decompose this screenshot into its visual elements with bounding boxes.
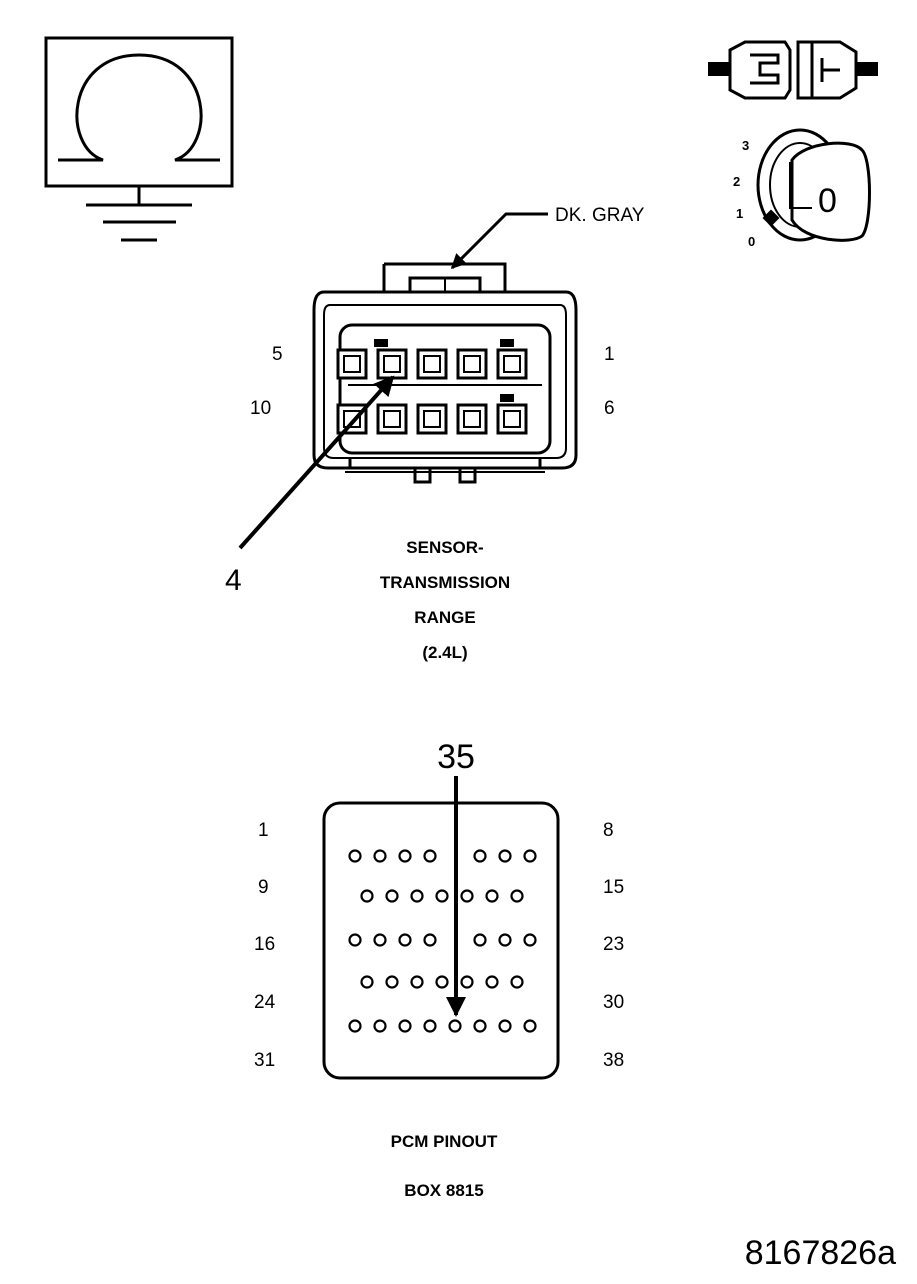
pcm-pin-label-15: 15 bbox=[603, 877, 624, 898]
ignition-position-1: 1 bbox=[736, 206, 743, 221]
sensor-cavity-inner bbox=[343, 410, 361, 428]
pcm-pin-hole bbox=[398, 933, 412, 947]
sensor-caption-line-2: TRANSMISSION bbox=[380, 573, 510, 592]
pcm-pin-label-1: 1 bbox=[258, 820, 269, 841]
pcm-pin-hole bbox=[410, 975, 424, 989]
ohmmeter-icon bbox=[44, 36, 234, 242]
pcm-pin-hole bbox=[460, 975, 474, 989]
ignition-switch-icon: 3 2 1 0 0 bbox=[733, 128, 871, 249]
sensor-cavity-inner bbox=[383, 355, 401, 373]
connector-disconnect-icon bbox=[708, 40, 878, 100]
pcm-pin-label-30: 30 bbox=[603, 992, 624, 1013]
sensor-cavity-inner bbox=[423, 410, 441, 428]
pcm-pin-hole bbox=[473, 933, 487, 947]
pcm-pin-hole bbox=[510, 889, 524, 903]
pcm-pin-hole bbox=[435, 889, 449, 903]
sensor-cavity-inner bbox=[343, 355, 361, 373]
sensor-cavity-inner bbox=[463, 410, 481, 428]
pcm-pin-hole bbox=[510, 975, 524, 989]
sensor-caption-line-4: (2.4L) bbox=[422, 643, 467, 662]
sensor-cavity bbox=[416, 348, 448, 380]
sensor-cavity-inner bbox=[463, 355, 481, 373]
sensor-pin-label-6: 6 bbox=[604, 398, 615, 419]
sensor-cavity-inner bbox=[503, 410, 521, 428]
pcm-pin-hole bbox=[485, 975, 499, 989]
pcm-pin-hole bbox=[373, 933, 387, 947]
sensor-pin-callout bbox=[238, 375, 395, 550]
pcm-pin-hole bbox=[373, 1019, 387, 1033]
pcm-pin-hole bbox=[398, 1019, 412, 1033]
sensor-cavity bbox=[336, 348, 368, 380]
pcm-pin-hole bbox=[385, 975, 399, 989]
sensor-pin-label-1: 1 bbox=[604, 344, 615, 365]
pcm-pin-hole bbox=[523, 849, 537, 863]
sensor-cavity bbox=[496, 403, 528, 435]
pcm-pins bbox=[348, 849, 537, 1033]
pcm-pin-label-9: 9 bbox=[258, 877, 269, 898]
pcm-pin-hole bbox=[523, 1019, 537, 1033]
sensor-pin-label-10: 10 bbox=[250, 398, 271, 419]
pcm-caption-line-1: PCM PINOUT bbox=[391, 1132, 498, 1151]
pcm-pin-label-8: 8 bbox=[603, 820, 614, 841]
pcm-pin-hole bbox=[398, 849, 412, 863]
pcm-pin-label-16: 16 bbox=[254, 934, 275, 955]
pcm-pin-hole bbox=[360, 975, 374, 989]
sensor-callout-pin-number: 4 bbox=[225, 564, 242, 597]
wire-color-callout bbox=[450, 212, 548, 270]
sensor-cavity-inner bbox=[383, 410, 401, 428]
pcm-connector-body bbox=[322, 801, 560, 1080]
pcm-caption-line-2: BOX 8815 bbox=[404, 1181, 483, 1200]
ignition-position-0: 0 bbox=[748, 234, 755, 249]
sensor-cavity bbox=[456, 348, 488, 380]
pcm-pin-hole bbox=[498, 849, 512, 863]
pcm-pin-label-23: 23 bbox=[603, 934, 624, 955]
pcm-pin-hole bbox=[473, 1019, 487, 1033]
pcm-pin-hole bbox=[435, 975, 449, 989]
pcm-pin-hole bbox=[448, 1019, 462, 1033]
figure-id: 8167826a bbox=[745, 1234, 896, 1272]
ignition-position-3: 3 bbox=[742, 138, 749, 153]
pcm-pin-label-31: 31 bbox=[254, 1050, 275, 1071]
pcm-pin-hole bbox=[423, 849, 437, 863]
pcm-pin-hole bbox=[360, 889, 374, 903]
pcm-pin-hole bbox=[423, 933, 437, 947]
pcm-pin-hole bbox=[523, 933, 537, 947]
pcm-pin-hole bbox=[348, 849, 362, 863]
pcm-pin-hole bbox=[348, 1019, 362, 1033]
pcm-pin-hole bbox=[485, 889, 499, 903]
sensor-cavity-inner bbox=[503, 355, 521, 373]
sensor-cavity-inner bbox=[423, 355, 441, 373]
pcm-pin-hole bbox=[498, 1019, 512, 1033]
sensor-cavities bbox=[336, 348, 528, 435]
pcm-pin-hole bbox=[373, 849, 387, 863]
pcm-pin-hole bbox=[385, 889, 399, 903]
ignition-key-label: 0 bbox=[818, 182, 837, 220]
sensor-cavity bbox=[376, 348, 408, 380]
pcm-pin-hole bbox=[473, 849, 487, 863]
pcm-pin-label-24: 24 bbox=[254, 992, 276, 1013]
sensor-cavity bbox=[376, 403, 408, 435]
sensor-caption-line-3: RANGE bbox=[414, 608, 475, 627]
sensor-pin-label-5: 5 bbox=[272, 344, 283, 365]
pcm-pin-hole bbox=[498, 933, 512, 947]
sensor-caption-line-1: SENSOR- bbox=[406, 538, 483, 557]
pcm-pin-hole bbox=[348, 933, 362, 947]
pcm-pin-hole bbox=[410, 889, 424, 903]
sensor-cavity bbox=[496, 348, 528, 380]
ignition-position-2: 2 bbox=[733, 174, 740, 189]
sensor-cavity bbox=[416, 403, 448, 435]
wire-color-label: DK. GRAY bbox=[555, 205, 645, 226]
sensor-cavity bbox=[456, 403, 488, 435]
pcm-callout-pin-number: 35 bbox=[437, 738, 475, 776]
pcm-pin-hole bbox=[460, 889, 474, 903]
pcm-pin-hole bbox=[423, 1019, 437, 1033]
pcm-pin-label-38: 38 bbox=[603, 1050, 624, 1071]
